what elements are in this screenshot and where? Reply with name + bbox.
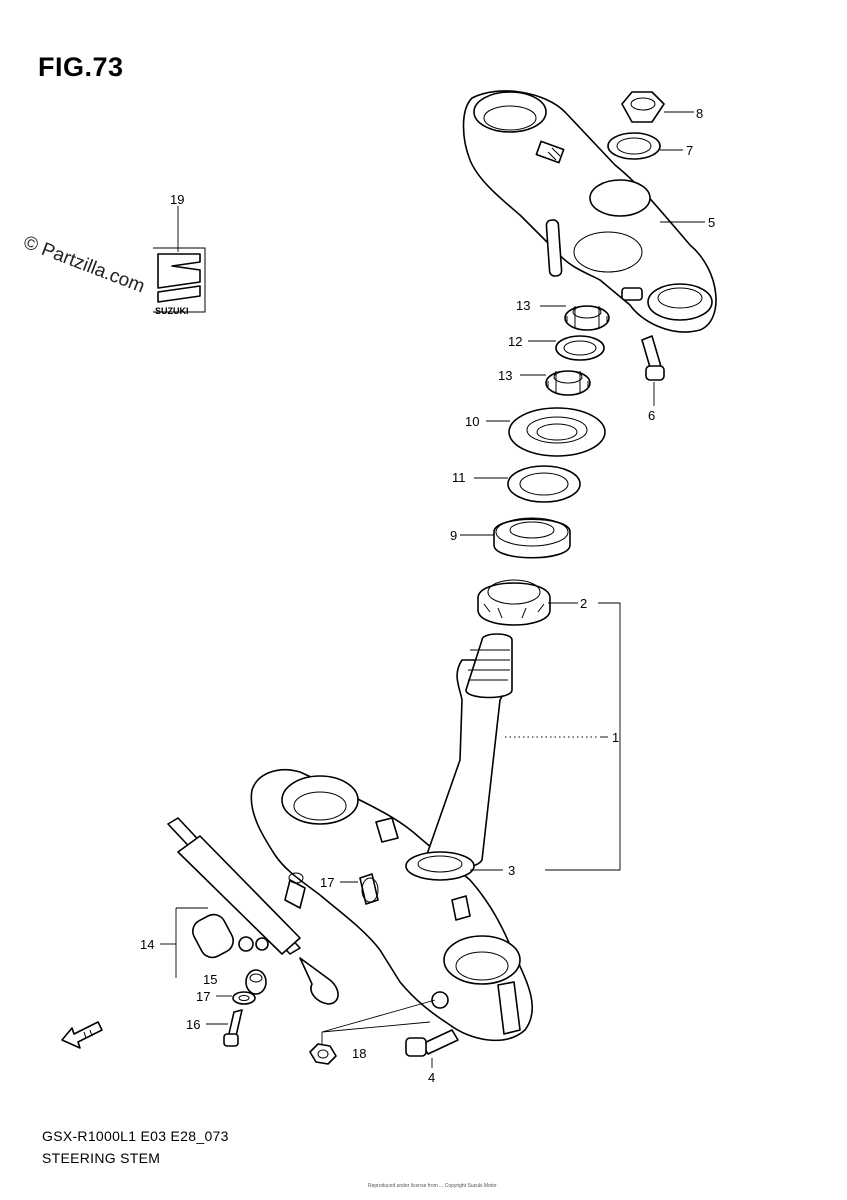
callout-11: 11 (452, 470, 466, 485)
callout-3: 3 (508, 863, 515, 878)
fwd-arrow-icon (61, 1021, 103, 1049)
part-10-dust-seal[interactable] (508, 407, 606, 457)
part-11-washer[interactable] (507, 465, 581, 503)
callout-17-lower: 17 (196, 989, 210, 1004)
part-7-washer[interactable] (607, 132, 661, 160)
part-1-steering-stem[interactable] (250, 633, 534, 1042)
part-12-lock-washer[interactable] (555, 335, 605, 361)
callout-14: 14 (140, 937, 154, 952)
callout-12: 12 (508, 334, 522, 349)
callout-16: 16 (186, 1017, 200, 1032)
part-6-bolt[interactable] (641, 335, 665, 381)
callout-18: 18 (352, 1046, 366, 1061)
callout-4: 4 (428, 1070, 435, 1085)
emblem-text: SUZUKI (155, 306, 189, 316)
footer-fine-print: Reproduced under license from ... Copyri… (368, 1183, 497, 1189)
part-17-washer-lower[interactable] (232, 991, 256, 1005)
part-17-clamp-upper[interactable] (359, 873, 379, 905)
callout-1: 1 (612, 730, 619, 745)
callout-6: 6 (648, 408, 655, 423)
part-13-lock-nut-upper[interactable] (564, 305, 610, 331)
callout-10: 10 (465, 414, 479, 429)
part-19-emblem[interactable]: SUZUKI (153, 247, 206, 316)
part-13-lock-nut-lower[interactable] (545, 370, 591, 396)
callout-17-upper: 17 (320, 875, 334, 890)
part-4-bolt[interactable] (405, 1029, 459, 1057)
part-8-stem-nut[interactable] (621, 91, 665, 123)
part-2-bearing[interactable] (477, 579, 551, 626)
callout-13-lower: 13 (498, 368, 512, 383)
callout-15: 15 (203, 972, 217, 987)
callout-9: 9 (450, 528, 457, 543)
part-16-bolt[interactable] (223, 1009, 243, 1047)
footer-assembly-name: STEERING STEM (42, 1150, 161, 1166)
part-14-steering-damper[interactable] (167, 817, 339, 1005)
callout-7: 7 (686, 143, 693, 158)
callout-8: 8 (696, 106, 703, 121)
callout-13-upper: 13 (516, 298, 530, 313)
callout-5: 5 (708, 215, 715, 230)
part-15-cap[interactable] (245, 969, 267, 995)
figure-title: FIG.73 (38, 52, 124, 82)
part-18-nut[interactable] (309, 1043, 337, 1065)
part-9-upper-bearing[interactable] (493, 517, 571, 559)
callout-19: 19 (170, 192, 184, 207)
callout-2: 2 (580, 596, 587, 611)
part-5-upper-bracket[interactable] (462, 90, 717, 333)
footer-model-code: GSX-R1000L1 E03 E28_073 (42, 1128, 229, 1144)
